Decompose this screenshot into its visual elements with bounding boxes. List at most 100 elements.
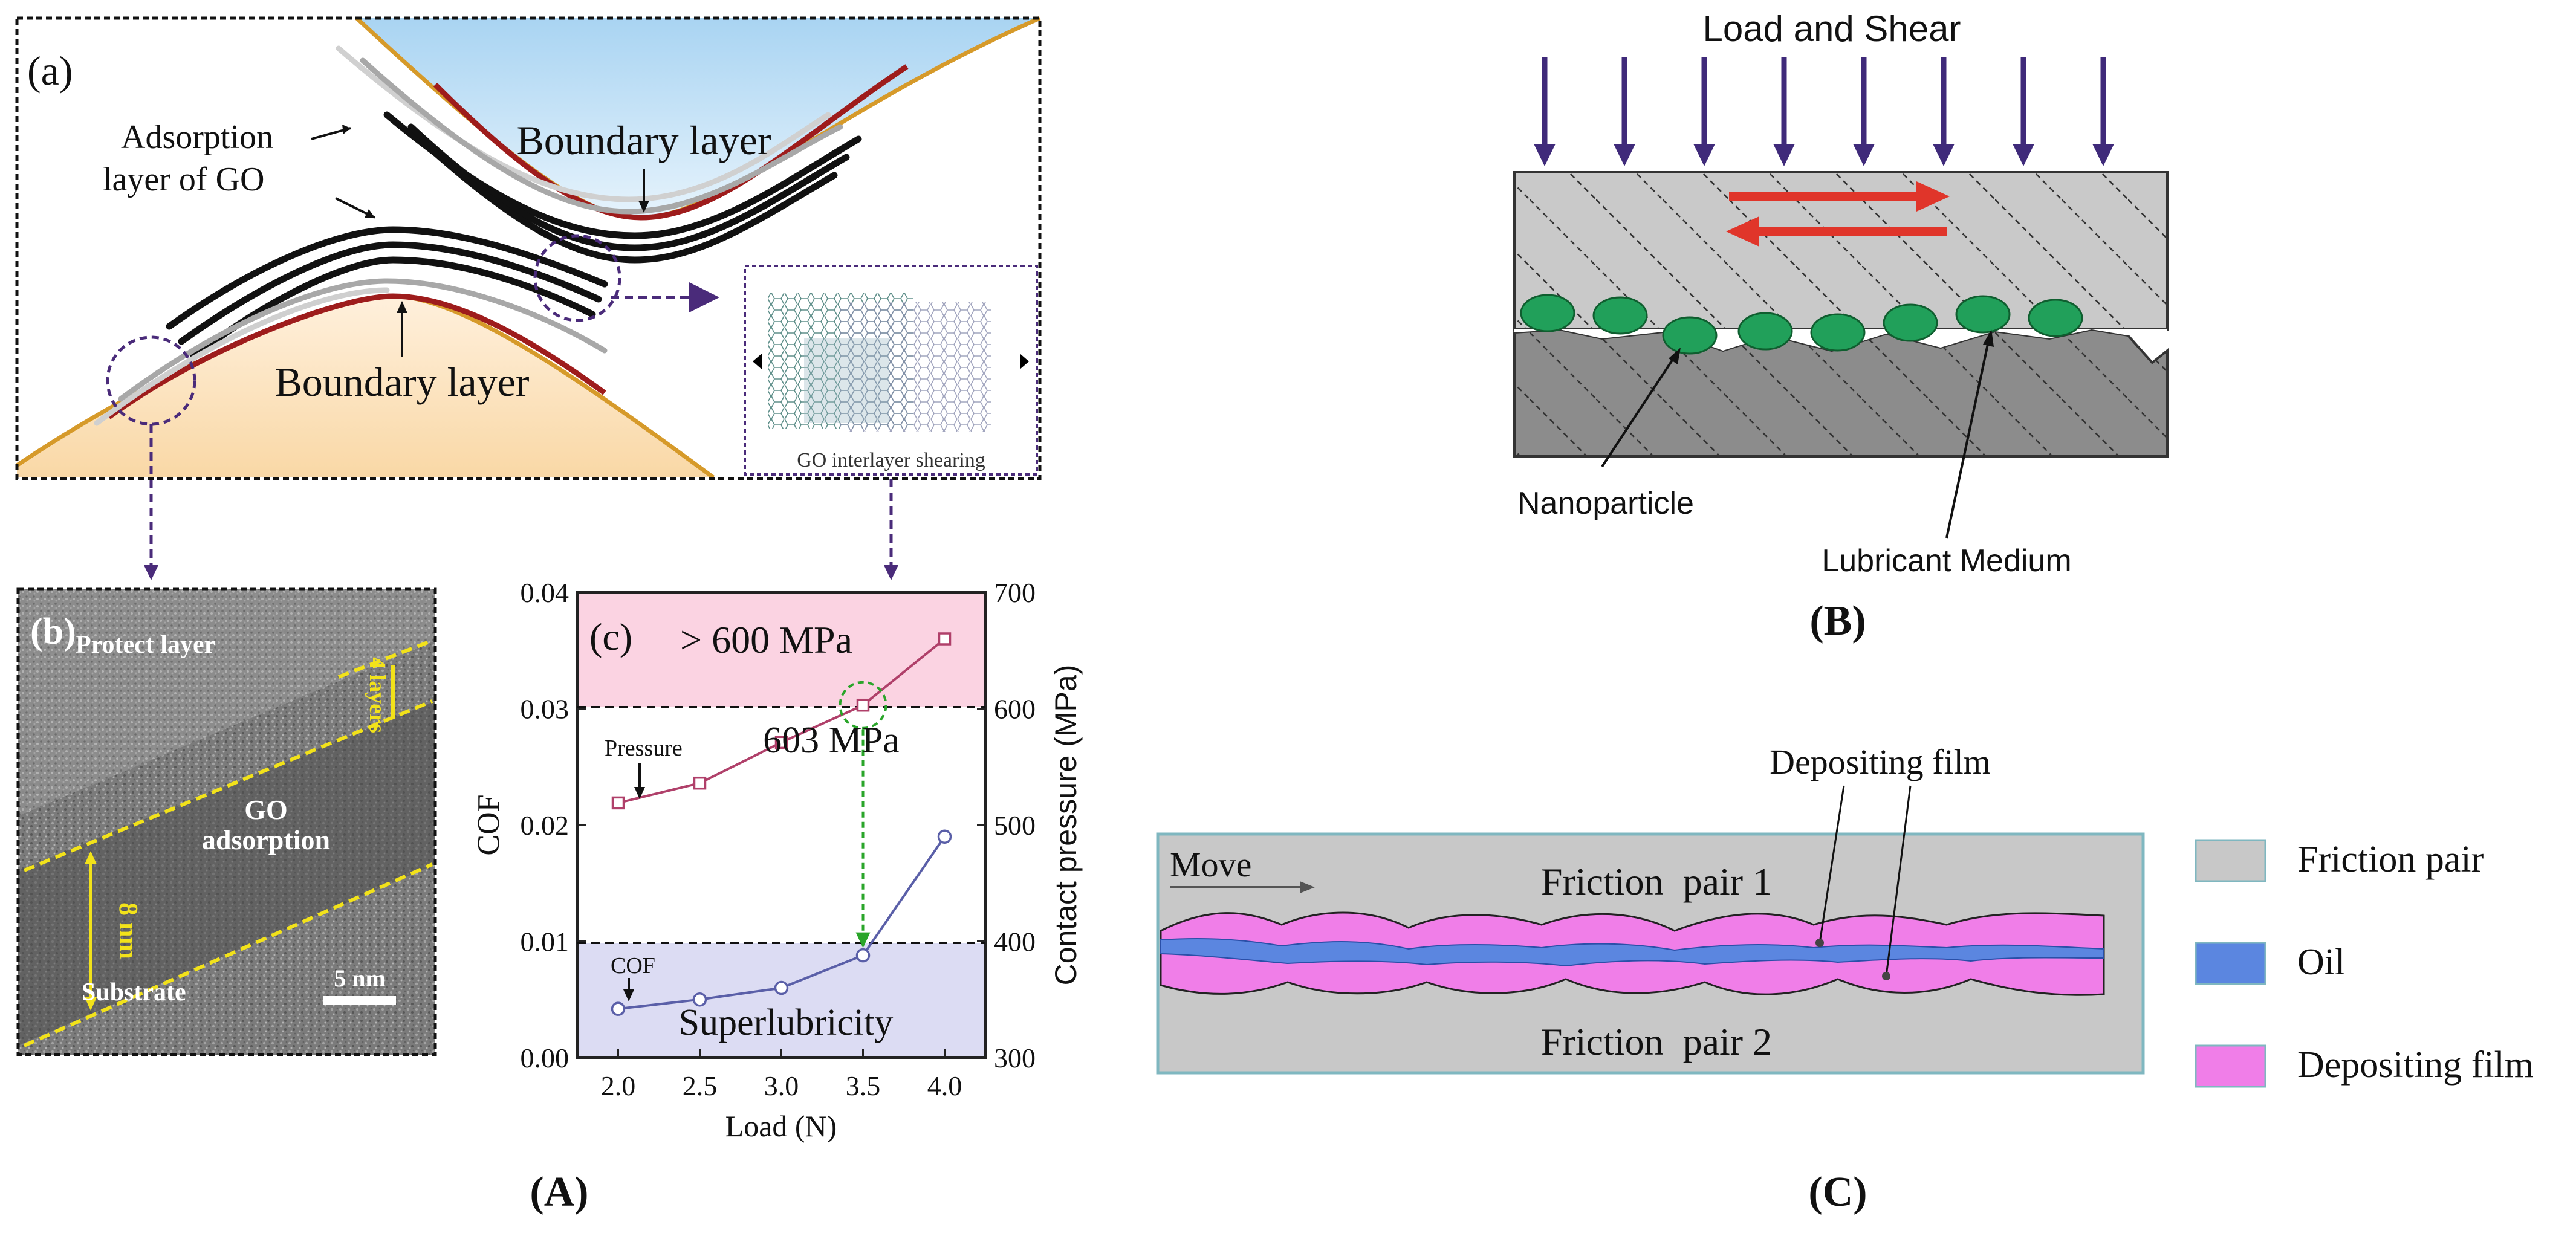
go-lower-layers xyxy=(94,226,608,426)
legend-swatch xyxy=(2195,839,2266,882)
panel-b-frame xyxy=(16,587,437,1056)
x-axis-label: Load (N) xyxy=(725,1109,837,1143)
scale-label: 5 nm xyxy=(334,965,386,992)
adsorption-label-1: Adsorption xyxy=(121,118,273,156)
nanoparticle xyxy=(1592,296,1648,335)
y2-tick-label: 700 xyxy=(994,577,1036,608)
legend-swatch xyxy=(2195,1044,2266,1088)
y-tick-label: 0.00 xyxy=(521,1043,569,1073)
highlight-arrowhead xyxy=(855,932,871,948)
pressure-point xyxy=(856,698,870,712)
high-pressure-band xyxy=(577,592,985,707)
boundary-layer-top-label: Boundary layer xyxy=(516,117,771,163)
load-arrowhead xyxy=(2013,144,2034,166)
go-band xyxy=(18,701,435,1046)
panel-a-frame xyxy=(15,16,1042,480)
caption-A: (A) xyxy=(530,1169,588,1215)
band-lower-line xyxy=(23,862,433,1047)
y-tick-label: 0.04 xyxy=(521,577,569,608)
nanoparticle xyxy=(1955,295,2011,334)
nanoparticles xyxy=(1520,294,2083,355)
arrow-to-b-head xyxy=(144,565,158,580)
x-tick-label: 4.0 xyxy=(927,1070,962,1101)
go-upper-layers xyxy=(336,45,862,264)
panel-B: Load and Shear Nanoparticle Lubricant Me… xyxy=(1513,8,2169,578)
y-tick-label: 0.01 xyxy=(521,927,569,957)
panel-a: GO interlayer shearing (a) Adsorption la… xyxy=(15,16,1042,480)
x-tick-label: 2.5 xyxy=(683,1070,718,1101)
pressure-series-label: Pressure xyxy=(605,736,683,761)
highlight-603-circle xyxy=(839,681,887,730)
friction-pair-2-label: Friction pair 2 xyxy=(1541,1020,1772,1063)
inset-caption: GO interlayer shearing xyxy=(797,449,985,471)
caption-C: (C) xyxy=(1808,1169,1867,1215)
pressure-point xyxy=(938,632,952,646)
y2-tick-label: 500 xyxy=(994,810,1036,841)
protect-layer-label: Protect layer xyxy=(76,631,215,659)
lower-boundary-region xyxy=(17,296,713,477)
depositing-pointer-2 xyxy=(1885,785,1912,977)
panel-b-tem: 8 nm 4 layers (b) Protect layer GO adsor… xyxy=(16,587,437,1056)
nanoparticle xyxy=(2028,299,2083,337)
y2-tick-label: 300 xyxy=(994,1043,1036,1073)
high-pressure-label: > 600 MPa xyxy=(680,618,852,661)
depositing-film-label: Depositing film xyxy=(1770,742,1991,781)
legend-label: Oil xyxy=(2297,942,2345,983)
substrate-label: Substrate xyxy=(82,979,186,1006)
superlubricity-band xyxy=(577,943,985,1058)
x-tick-label: 3.5 xyxy=(846,1070,881,1101)
panel-C: Move Friction pair 1 Friction pair 2 Dep… xyxy=(1156,742,2534,1088)
pressure-point xyxy=(611,796,625,810)
load-arrows xyxy=(1534,57,2114,166)
legend-swatch xyxy=(2195,942,2266,985)
y-tick-label: 0.02 xyxy=(521,810,569,841)
friction-pair-1-label: Friction pair 1 xyxy=(1541,860,1772,903)
upper-boundary-region xyxy=(357,18,1040,218)
adsorption-label-2: layer of GO xyxy=(103,161,264,198)
layers-label: 4 layers xyxy=(365,657,390,733)
superlubricity-label: Superlubricity xyxy=(679,1002,894,1043)
nanoparticle xyxy=(1883,303,1938,342)
panel-a-label: (a) xyxy=(27,48,73,94)
y2-axis-label: Contact pressure (MPa) xyxy=(1049,665,1083,986)
cof-series-label: COF xyxy=(611,953,655,979)
pressure-point xyxy=(693,776,707,790)
medium-pointer xyxy=(1945,338,1990,539)
go-label: GO xyxy=(244,794,288,825)
nanoparticle xyxy=(1810,313,1866,352)
panel-b-label: (b) xyxy=(30,611,76,652)
nanoparticle-pointer xyxy=(1601,355,1676,468)
cof-point xyxy=(774,980,789,995)
arrow-to-c-head xyxy=(884,565,898,580)
load-arrowhead xyxy=(1853,144,1875,166)
move-label: Move xyxy=(1170,845,1251,884)
boundary-layer-bottom-label: Boundary layer xyxy=(274,359,529,405)
legend-label: Friction pair xyxy=(2297,839,2484,880)
cof-point xyxy=(855,948,871,963)
nanoparticle xyxy=(1662,316,1718,355)
zoom-circle-left xyxy=(106,335,196,426)
lower-boundary-line xyxy=(107,293,606,419)
load-arrowhead xyxy=(1614,144,1635,166)
adsorption-tem-label: adsorption xyxy=(202,824,330,855)
caption-B: (B) xyxy=(1809,598,1866,644)
depositing-pointer-1 xyxy=(1818,785,1845,943)
panel-c-label: (c) xyxy=(589,615,632,658)
lubricant-medium-label: Lubricant Medium xyxy=(1822,543,2071,578)
legend-label: Depositing film xyxy=(2297,1044,2534,1086)
load-arrowhead xyxy=(1693,144,1715,166)
load-shear-title: Load and Shear xyxy=(1702,8,1961,49)
cof-point xyxy=(692,992,707,1007)
scale-bar xyxy=(323,996,396,1005)
y2-tick-label: 600 xyxy=(994,694,1036,725)
oil-layer xyxy=(1160,938,2104,967)
load-arrowhead xyxy=(2092,144,2114,166)
point-603-label: 603 MPa xyxy=(763,720,900,761)
y-axis-label: COF xyxy=(472,794,506,855)
y2-tick-label: 400 xyxy=(994,927,1036,957)
x-tick-label: 2.0 xyxy=(601,1070,636,1101)
y-tick-label: 0.03 xyxy=(521,694,569,725)
pressure-point xyxy=(774,736,788,749)
